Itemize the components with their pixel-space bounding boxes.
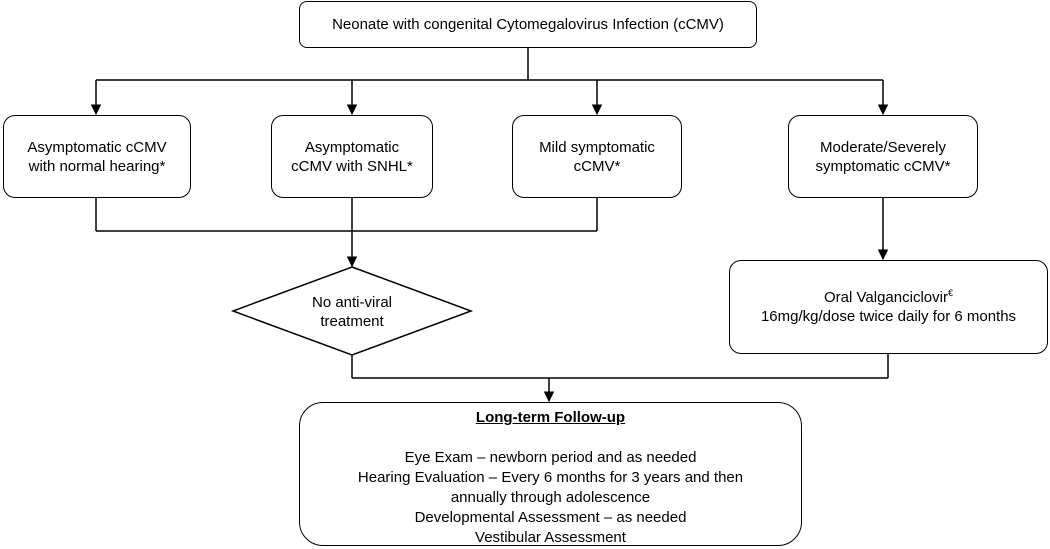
followup-item: Developmental Assessment – as needed [414, 509, 687, 526]
root-label: Neonate with congenital Cytomegalovirus … [332, 16, 724, 33]
category-label-line: cCMV* [573, 157, 621, 175]
root-box: Neonate with congenital Cytomegalovirus … [299, 1, 757, 48]
category-label-line: Mild symptomatic [539, 138, 655, 156]
category-box-asymptomatic-normal-hearing: Asymptomatic cCMV with normal hearing* [3, 115, 191, 198]
category-label-line: cCMV with SNHL* [291, 157, 413, 175]
followup-item: annually through adolescence [450, 489, 651, 506]
category-box-asymptomatic-snhl: Asymptomatic cCMV with SNHL* [271, 115, 433, 198]
decision-label: No anti-viral treatment [262, 290, 442, 334]
category-label-line: Moderate/Severely [820, 138, 946, 156]
category-box-mild-symptomatic: Mild symptomatic cCMV* [512, 115, 682, 198]
followup-item: Vestibular Assessment [475, 529, 626, 546]
followup-box: Long-term Follow-up Eye Exam – newborn p… [299, 402, 802, 546]
followup-item: Hearing Evaluation – Every 6 months for … [357, 469, 744, 486]
category-label-line: Asymptomatic cCMV [27, 138, 167, 156]
category-label-line: with normal hearing* [28, 157, 166, 175]
category-label-line: Asymptomatic [304, 138, 400, 156]
category-label-line: symptomatic cCMV* [815, 157, 951, 175]
treatment-box: Oral Valganciclovir€ 16mg/kg/dose twice … [729, 260, 1048, 354]
treatment-drug: Oral Valganciclovir [824, 289, 948, 306]
treatment-footnote-mark: € [947, 288, 953, 298]
followup-title: Long-term Follow-up [475, 409, 626, 426]
decision-label-line: treatment [320, 313, 384, 330]
treatment-dose: 16mg/kg/dose twice daily for 6 months [760, 308, 1017, 325]
followup-item: Eye Exam – newborn period and as needed [404, 449, 697, 466]
treatment-drug-line: Oral Valganciclovir€ [824, 288, 953, 307]
category-box-moderate-severe: Moderate/Severely symptomatic cCMV* [788, 115, 978, 198]
decision-label-line: No anti-viral [311, 294, 393, 311]
